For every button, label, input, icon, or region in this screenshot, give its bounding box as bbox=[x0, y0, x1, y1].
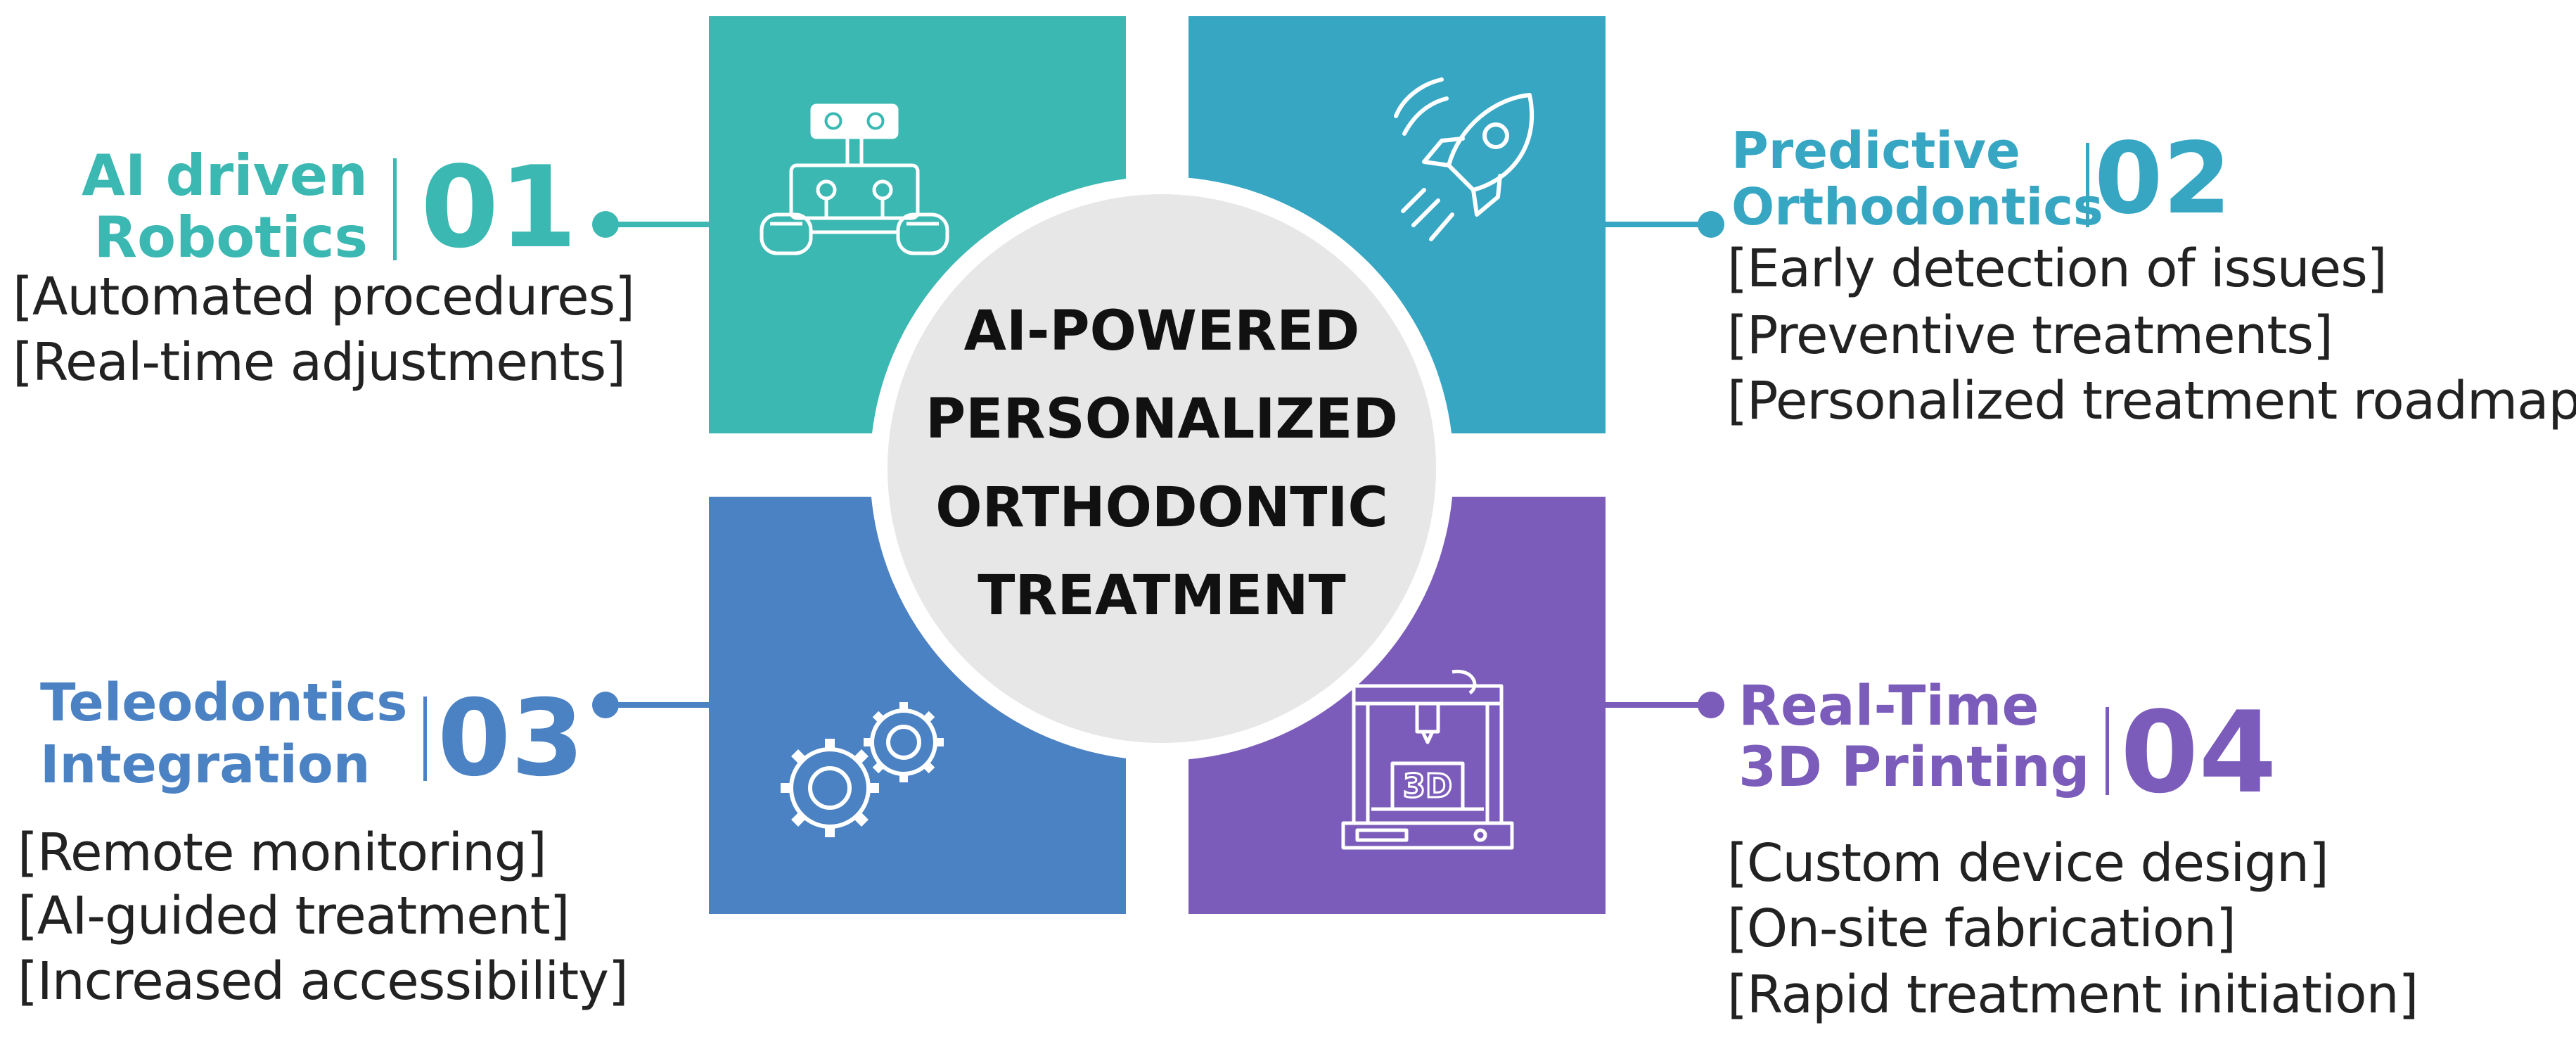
connector-01 bbox=[605, 222, 710, 227]
connector-dot-01 bbox=[592, 211, 619, 238]
q4-separator bbox=[2106, 707, 2109, 795]
q2-title-line-1: Predictive bbox=[1731, 121, 2020, 180]
q2-title-line-2: Orthodontics bbox=[1731, 177, 2103, 236]
q3-separator bbox=[423, 697, 427, 781]
q4-item-2: [On-site fabrication] bbox=[1727, 898, 2236, 959]
gears-icon bbox=[781, 702, 944, 837]
q3-title-line-2: Integration bbox=[40, 735, 371, 795]
center-title-line-3: ORTHODONTIC bbox=[935, 476, 1388, 540]
q4-item-3: [Rapid treatment initiation] bbox=[1727, 965, 2418, 1025]
connector-04 bbox=[1606, 702, 1711, 708]
q2-item-2: [Preventive treatments] bbox=[1727, 305, 2333, 366]
q2-item-3: [Personalized treatment roadmaps] bbox=[1727, 371, 2576, 431]
q3-item-2: [AI-guided treatment] bbox=[18, 886, 570, 946]
q1-item-2: [Real-time adjustments] bbox=[13, 332, 626, 393]
rocket-icon bbox=[1394, 77, 1534, 241]
q4-number: 04 bbox=[2120, 687, 2277, 818]
q3-item-1: [Remote monitoring] bbox=[18, 822, 547, 883]
connector-03 bbox=[605, 702, 710, 708]
q1-title-line-1: AI driven bbox=[81, 143, 368, 208]
q1-item-1: [Automated procedures] bbox=[13, 267, 635, 327]
q3-item-3: [Increased accessibility] bbox=[18, 951, 629, 1012]
q2-item-1: [Early detection of issues] bbox=[1727, 239, 2388, 299]
printer-label: 3D bbox=[1403, 767, 1452, 805]
q4-title-line-1: Real-Time bbox=[1738, 675, 2039, 738]
q3-number: 03 bbox=[437, 678, 584, 800]
center-title-line-4: TREATMENT bbox=[978, 564, 1346, 628]
connector-dot-03 bbox=[592, 692, 619, 718]
connector-dot-04 bbox=[1698, 692, 1724, 718]
center-title-line-2: PERSONALIZED bbox=[925, 388, 1398, 451]
robot-icon bbox=[760, 103, 949, 255]
q1-number: 01 bbox=[421, 141, 577, 273]
center-circle bbox=[887, 194, 1436, 743]
q4-item-1: [Custom device design] bbox=[1727, 833, 2329, 894]
3d-printer-icon: 3D bbox=[1341, 669, 1514, 850]
q2-number: 02 bbox=[2094, 122, 2231, 236]
q2-separator bbox=[2086, 143, 2089, 227]
connector-02 bbox=[1606, 222, 1711, 227]
q1-title-line-2: Robotics bbox=[94, 205, 369, 270]
q3-title-line-1: Teleodontics bbox=[40, 673, 408, 733]
center-title-line-1: AI-POWERED bbox=[963, 300, 1360, 363]
q4-title-line-2: 3D Printing bbox=[1738, 736, 2090, 799]
connector-dot-02 bbox=[1698, 211, 1724, 238]
q1-separator bbox=[393, 158, 397, 260]
